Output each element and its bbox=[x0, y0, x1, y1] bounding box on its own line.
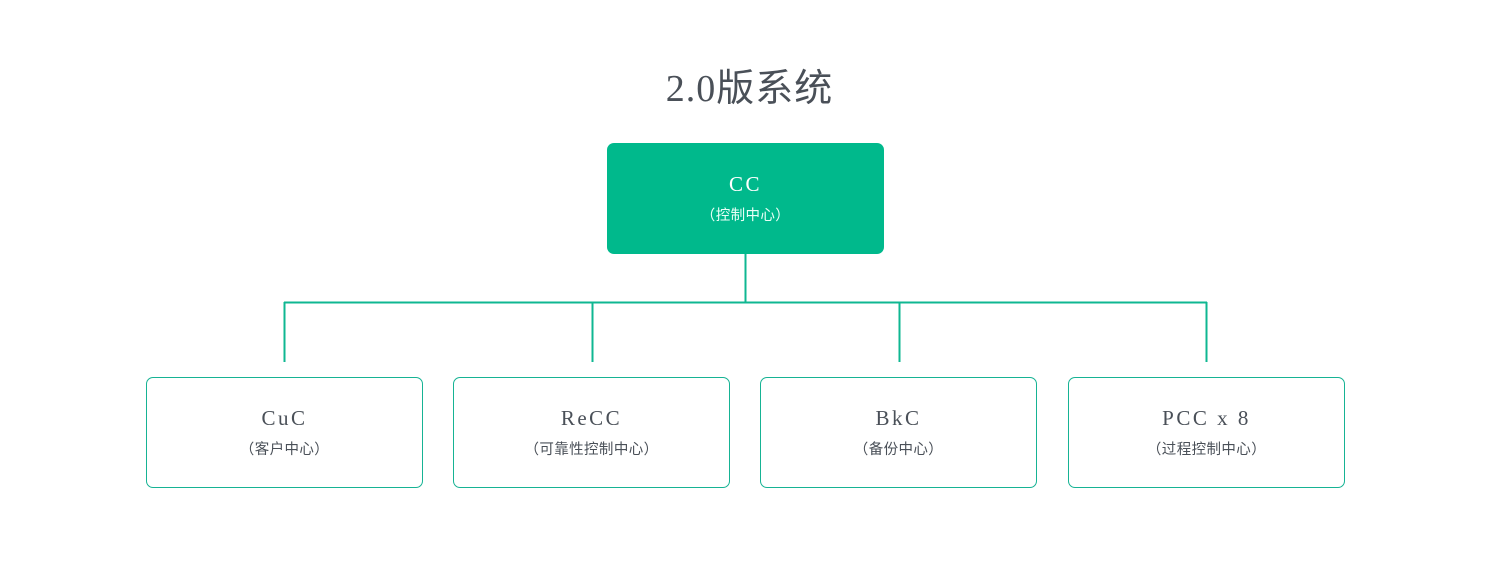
node-root-code: CC bbox=[728, 171, 762, 196]
node-child-code: ReCC bbox=[560, 405, 623, 430]
node-child-cuc[interactable]: CuC （客户中心） bbox=[146, 377, 423, 488]
diagram-title: 2.0版系统 bbox=[665, 68, 834, 110]
node-child-code: PCC x 8 bbox=[1162, 405, 1251, 430]
node-child-code: CuC bbox=[261, 405, 308, 430]
node-root-cc[interactable]: CC （控制中心） bbox=[607, 143, 884, 254]
node-child-pcc[interactable]: PCC x 8 （过程控制中心） bbox=[1068, 377, 1345, 488]
node-child-name: （客户中心） bbox=[239, 441, 330, 458]
node-child-recc[interactable]: ReCC （可靠性控制中心） bbox=[453, 377, 730, 488]
node-child-name: （过程控制中心） bbox=[1146, 441, 1267, 458]
node-child-name: （可靠性控制中心） bbox=[524, 441, 659, 458]
node-root-name: （控制中心） bbox=[700, 207, 791, 224]
node-child-code: BkC bbox=[875, 405, 922, 430]
node-child-name: （备份中心） bbox=[853, 441, 944, 458]
node-child-bkc[interactable]: BkC （备份中心） bbox=[760, 377, 1037, 488]
